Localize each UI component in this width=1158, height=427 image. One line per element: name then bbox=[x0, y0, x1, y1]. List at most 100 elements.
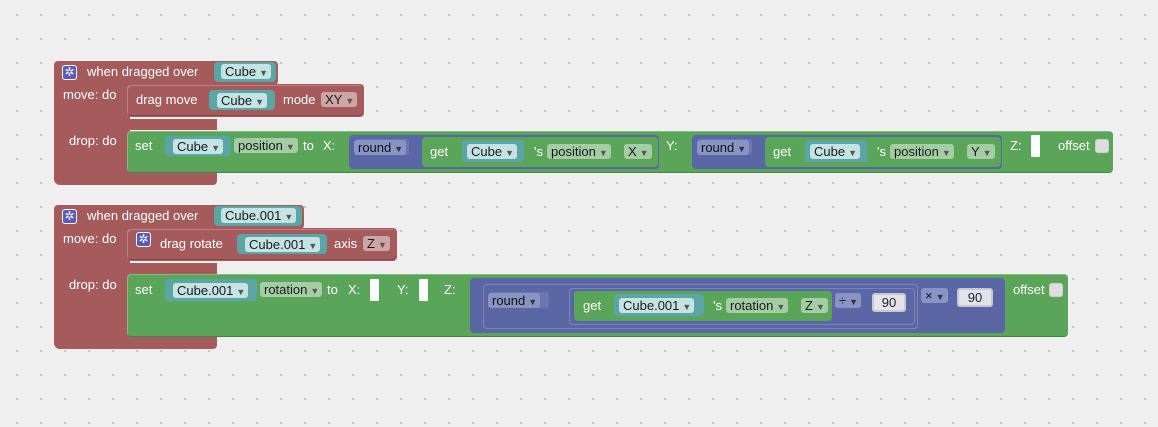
get-property-value: rotation bbox=[730, 298, 774, 313]
get-y-property-dropdown[interactable]: position▼ bbox=[890, 144, 954, 159]
get-x-axis-value: X bbox=[628, 144, 637, 159]
dropdown-arrow-icon: ▼ bbox=[849, 297, 859, 307]
z-empty-input[interactable] bbox=[1031, 135, 1040, 157]
dropdown-arrow-icon: ▼ bbox=[639, 148, 649, 158]
multiply-operator-dropdown[interactable]: ×▼ bbox=[921, 288, 948, 303]
dropdown-arrow-icon: ▼ bbox=[285, 142, 295, 152]
round-x-block[interactable]: round▼ get Cube▼ 's position▼ X▼ bbox=[349, 135, 659, 169]
get-target-dropdown[interactable]: Cube.001▼ bbox=[619, 298, 695, 313]
mode-dropdown[interactable]: XY▼ bbox=[321, 92, 358, 107]
get-target-block[interactable]: Cube.001▼ bbox=[614, 294, 704, 316]
get-x-axis-dropdown[interactable]: X▼ bbox=[624, 144, 652, 159]
drag-move-label: drag move bbox=[136, 92, 198, 107]
multiply-block[interactable]: round▼ get Cube.001▼ 's rotation▼ Z▼ ÷▼ … bbox=[470, 278, 1005, 333]
set-target-block[interactable]: Cube.001▼ bbox=[165, 279, 257, 301]
divide-operator-value: ÷ bbox=[839, 293, 847, 308]
divide-block[interactable]: get Cube.001▼ 's rotation▼ Z▼ ÷▼ 90 bbox=[569, 288, 915, 325]
dropdown-arrow-icon: ▼ bbox=[941, 148, 951, 158]
drag-move-block[interactable]: drag move Cube▼ mode XY▼ bbox=[127, 85, 363, 116]
set-target-value: Cube bbox=[177, 139, 209, 154]
axis-dropdown[interactable]: Z▼ bbox=[363, 236, 390, 251]
drop-label: drop: do bbox=[69, 133, 117, 148]
drag-target-block[interactable]: Cube▼ bbox=[209, 90, 275, 110]
set-property-value: position bbox=[238, 138, 283, 153]
x-label: X: bbox=[348, 282, 361, 297]
offset-checkbox[interactable] bbox=[1049, 283, 1063, 297]
set-target-value: Cube.001 bbox=[177, 283, 234, 298]
drag-rotate-block[interactable]: ✲ drag rotate Cube.001▼ axis Z▼ bbox=[127, 229, 396, 260]
get-axis-dropdown[interactable]: Z▼ bbox=[801, 298, 828, 313]
dropdown-arrow-icon: ▼ bbox=[737, 144, 747, 154]
divide-operator-dropdown[interactable]: ÷▼ bbox=[835, 293, 862, 308]
dropdown-arrow-icon: ▼ bbox=[377, 240, 387, 250]
z-label: Z: bbox=[1010, 138, 1022, 153]
set-rotation-block[interactable]: set Cube.001▼ rotation▼ to X: Y: Z: roun… bbox=[127, 274, 1068, 337]
multiply-operator-value: × bbox=[925, 288, 933, 303]
set-position-block[interactable]: set Cube▼ position▼ to X: round▼ get Cub… bbox=[127, 131, 1113, 173]
move-label: move: do bbox=[63, 87, 117, 102]
get-rotation-block[interactable]: get Cube.001▼ 's rotation▼ Z▼ bbox=[574, 291, 832, 321]
get-y-axis-dropdown[interactable]: Y▼ bbox=[967, 144, 995, 159]
dropdown-arrow-icon: ▼ bbox=[308, 241, 318, 251]
event-block-2-hat[interactable] bbox=[54, 205, 304, 229]
drag-target-dropdown[interactable]: Cube▼ bbox=[217, 93, 267, 108]
event-block-2-spine bbox=[54, 226, 130, 348]
multiply-number-input[interactable]: 90 bbox=[957, 288, 993, 307]
get-x-target-dropdown[interactable]: Cube▼ bbox=[467, 144, 517, 159]
get-y-property-value: position bbox=[894, 144, 939, 159]
get-y-block[interactable]: get Cube▼ 's position▼ Y▼ bbox=[765, 137, 1001, 167]
round-x-dropdown[interactable]: round▼ bbox=[354, 140, 407, 155]
set-target-dropdown[interactable]: Cube.001▼ bbox=[173, 283, 249, 298]
round-z-dropdown[interactable]: round▼ bbox=[488, 293, 541, 308]
get-y-target-dropdown[interactable]: Cube▼ bbox=[810, 144, 860, 159]
event-block-1-hat[interactable] bbox=[54, 61, 278, 85]
drag-target-dropdown[interactable]: Cube.001▼ bbox=[245, 237, 321, 252]
set-property-dropdown[interactable]: position▼ bbox=[234, 138, 298, 153]
round-y-value: round bbox=[701, 140, 735, 155]
move-label: move: do bbox=[63, 231, 117, 246]
set-property-dropdown[interactable]: rotation▼ bbox=[260, 282, 323, 297]
get-x-target-block[interactable]: Cube▼ bbox=[462, 140, 524, 162]
dropdown-arrow-icon: ▼ bbox=[236, 287, 246, 297]
event-block-2-mid bbox=[54, 263, 217, 274]
event-block-1-move-arm bbox=[54, 84, 364, 117]
offset-label: offset bbox=[1058, 138, 1090, 153]
get-x-property-value: position bbox=[551, 144, 596, 159]
get-x-property-dropdown[interactable]: position▼ bbox=[547, 144, 611, 159]
to-label: to bbox=[303, 138, 314, 153]
offset-checkbox[interactable] bbox=[1095, 139, 1109, 153]
get-property-dropdown[interactable]: rotation▼ bbox=[726, 298, 789, 313]
set-label: set bbox=[135, 282, 153, 297]
event-block-1[interactable]: ✲ when dragged over Cube▼ move: do drag … bbox=[0, 0, 1158, 200]
round-z-block[interactable]: round▼ get Cube.001▼ 's rotation▼ Z▼ ÷▼ … bbox=[483, 284, 918, 329]
round-x-pill[interactable] bbox=[355, 139, 409, 155]
s-label: 's bbox=[713, 298, 722, 313]
get-y-target-block[interactable]: Cube▼ bbox=[805, 140, 867, 162]
event-block-1-spine bbox=[54, 82, 130, 184]
drag-target-block[interactable]: Cube.001▼ bbox=[237, 234, 327, 254]
divide-number-input[interactable]: 90 bbox=[872, 293, 906, 312]
s-label: 's bbox=[877, 144, 886, 159]
round-x-value: round bbox=[358, 140, 392, 155]
round-y-pill[interactable] bbox=[698, 139, 752, 155]
round-y-dropdown[interactable]: round▼ bbox=[697, 140, 750, 155]
round-z-pill[interactable] bbox=[489, 292, 549, 308]
event-block-2[interactable]: ✲ when dragged over Cube.001▼ move: do ✲… bbox=[0, 0, 1158, 360]
drag-target-value: Cube.001 bbox=[249, 237, 306, 252]
offset-label: offset bbox=[1013, 282, 1045, 297]
get-x-block[interactable]: get Cube▼ 's position▼ X▼ bbox=[422, 137, 658, 167]
dropdown-arrow-icon: ▼ bbox=[394, 144, 404, 154]
drop-label: drop: do bbox=[69, 277, 117, 292]
y-empty-input[interactable] bbox=[419, 279, 428, 301]
set-target-block[interactable]: Cube▼ bbox=[165, 136, 231, 156]
round-z-value: round bbox=[492, 293, 526, 308]
set-property-value: rotation bbox=[264, 282, 308, 297]
x-empty-input[interactable] bbox=[370, 279, 379, 301]
set-target-dropdown[interactable]: Cube▼ bbox=[173, 139, 223, 154]
get-label: get bbox=[583, 298, 602, 313]
gear-icon[interactable]: ✲ bbox=[136, 232, 151, 247]
dropdown-arrow-icon: ▼ bbox=[848, 148, 857, 158]
round-y-block[interactable]: round▼ get Cube▼ 's position▼ Y▼ bbox=[692, 135, 1002, 169]
dropdown-arrow-icon: ▼ bbox=[345, 96, 355, 106]
dropdown-arrow-icon: ▼ bbox=[505, 148, 514, 158]
